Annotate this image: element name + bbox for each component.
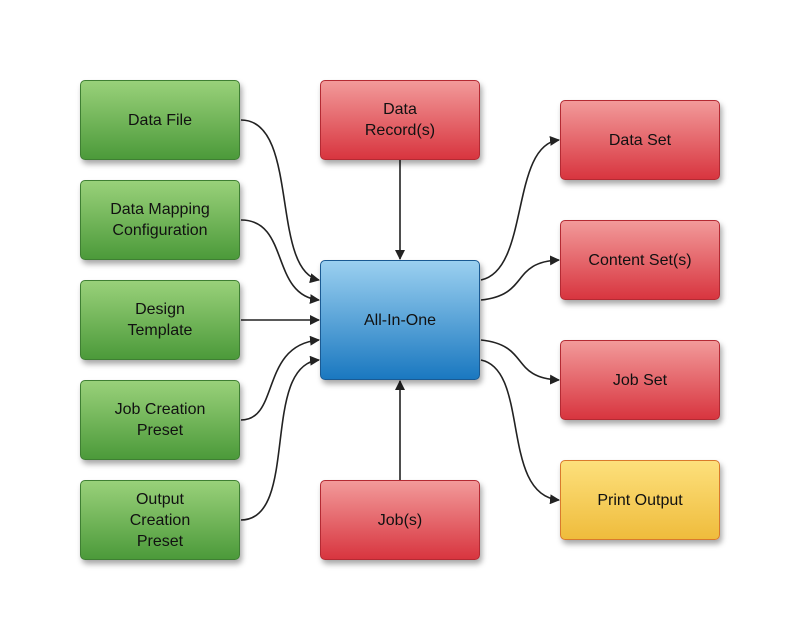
node-job-set[interactable]: Job Set bbox=[560, 340, 720, 420]
edge-data-set bbox=[480, 135, 560, 281]
node-content-sets[interactable]: Content Set(s) bbox=[560, 220, 720, 300]
edge-output-creation bbox=[240, 355, 320, 521]
edge-content-sets bbox=[480, 255, 560, 301]
node-all-in-one[interactable]: All-In-One bbox=[320, 260, 480, 380]
node-design-template[interactable]: Design Template bbox=[80, 280, 240, 360]
node-print-output[interactable]: Print Output bbox=[560, 460, 720, 540]
node-jobs[interactable]: Job(s) bbox=[320, 480, 480, 560]
edge-data-file bbox=[240, 119, 320, 284]
node-data-records[interactable]: Data Record(s) bbox=[320, 80, 480, 160]
node-data-mapping-configuration[interactable]: Data Mapping Configuration bbox=[80, 180, 240, 260]
node-job-creation-preset[interactable]: Job Creation Preset bbox=[80, 380, 240, 460]
edge-job-creation bbox=[240, 335, 320, 421]
node-data-set[interactable]: Data Set bbox=[560, 100, 720, 180]
node-data-file[interactable]: Data File bbox=[80, 80, 240, 160]
node-output-creation-preset[interactable]: Output Creation Preset bbox=[80, 480, 240, 560]
edge-job-set bbox=[480, 339, 560, 385]
edge-data-mapping bbox=[240, 219, 320, 305]
edge-print-output bbox=[480, 359, 560, 505]
